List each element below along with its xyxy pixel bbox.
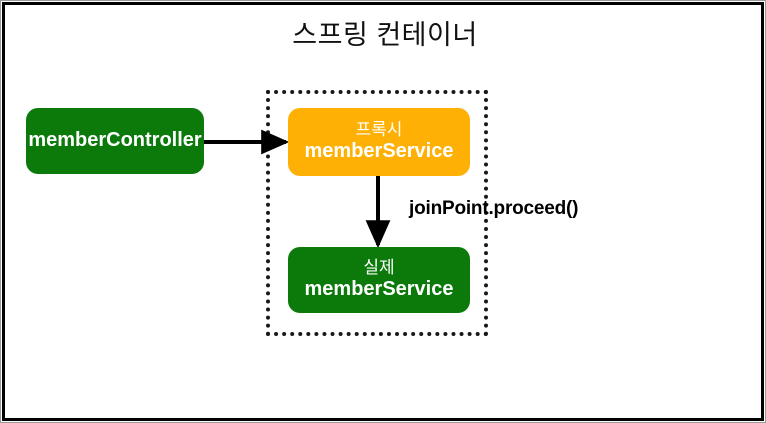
node-member-controller-label: memberController — [28, 129, 202, 152]
node-real-member-service-sublabel: 실제 — [363, 258, 395, 278]
node-proxy-member-service[interactable]: 프록시 memberService — [288, 108, 470, 176]
node-proxy-member-service-sublabel: 프록시 — [355, 120, 403, 140]
node-real-member-service[interactable]: 실제 memberService — [288, 247, 470, 313]
node-member-controller[interactable]: memberController — [26, 108, 204, 174]
node-proxy-member-service-label: memberService — [304, 140, 454, 163]
node-real-member-service-label: memberService — [304, 278, 454, 301]
edge-annotation-joinpoint-proceed: joinPoint.proceed() — [409, 198, 579, 219]
spring-container-boundary — [266, 90, 488, 336]
page-title: 스프링 컨테이너 — [292, 20, 478, 50]
